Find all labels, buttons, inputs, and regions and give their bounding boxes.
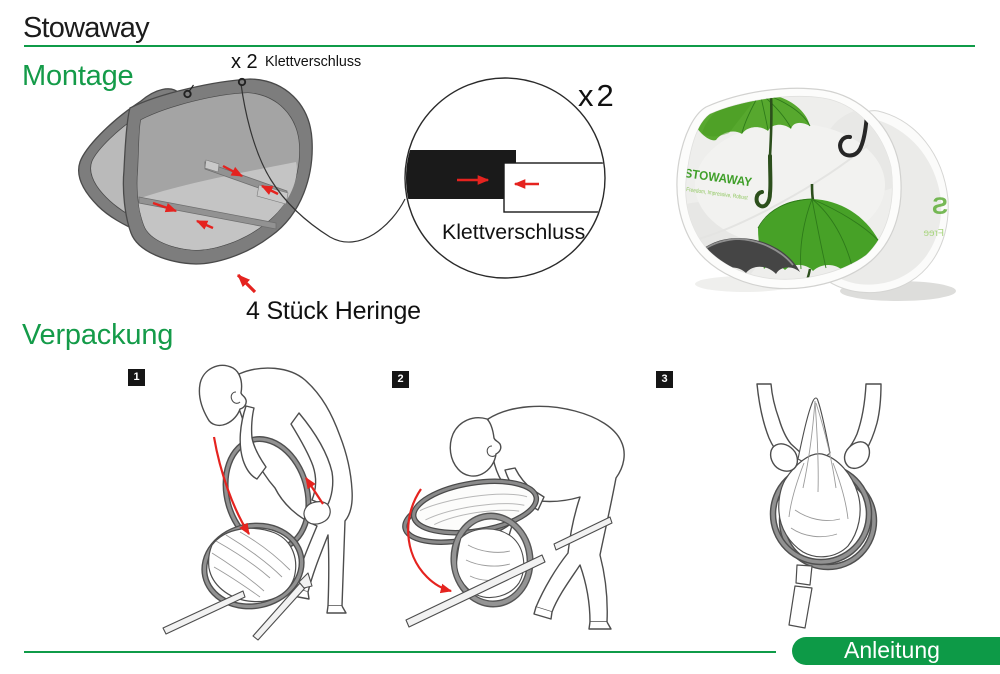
svg-text:S: S: [932, 193, 948, 220]
svg-text:Free: Free: [923, 228, 944, 239]
